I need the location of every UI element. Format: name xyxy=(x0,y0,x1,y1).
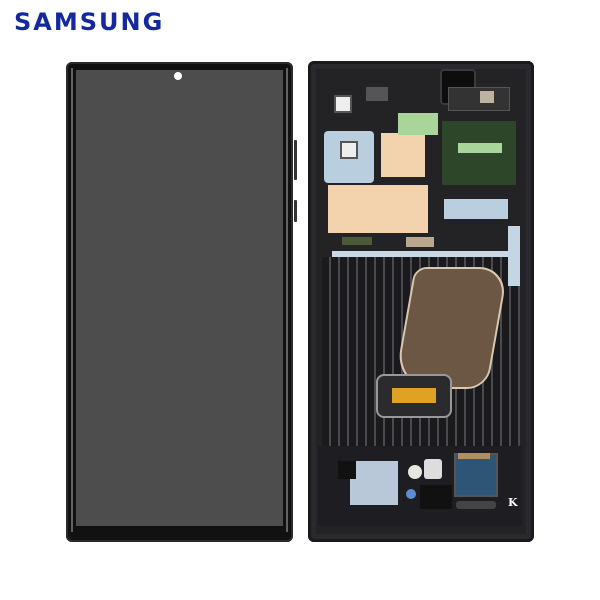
light-blue-strip xyxy=(332,251,512,261)
pcb-shield xyxy=(442,121,516,185)
volume-button xyxy=(294,140,297,180)
curved-edge-right xyxy=(286,68,288,532)
samsung-logo: SAMSUNG xyxy=(14,8,165,36)
blue-film xyxy=(444,199,508,219)
gold-pins xyxy=(458,453,490,459)
pogo-pins xyxy=(342,237,372,245)
screen-glass xyxy=(76,70,283,526)
flex-connector xyxy=(458,143,502,153)
power-button xyxy=(294,200,297,222)
side-blue-film xyxy=(508,226,520,286)
board-connector xyxy=(454,453,498,497)
gold-contact xyxy=(406,237,434,247)
nfc-module xyxy=(376,374,452,418)
metal-shield xyxy=(350,461,398,505)
ic-chip xyxy=(338,461,356,479)
front-display xyxy=(66,62,293,542)
usb-port xyxy=(456,501,496,509)
rear-marking: K xyxy=(508,496,518,509)
qr-label-small xyxy=(334,95,352,113)
round-component xyxy=(408,465,422,479)
curved-edge-left xyxy=(71,68,73,532)
green-film xyxy=(398,113,438,135)
earpiece-speaker xyxy=(448,87,510,111)
thermal-pad-upper xyxy=(381,133,425,177)
blue-screw xyxy=(406,489,416,499)
thermal-pad-lower xyxy=(328,185,428,233)
sensor xyxy=(480,91,494,103)
rear-frame: K xyxy=(308,61,534,542)
black-ic xyxy=(420,485,452,509)
switch xyxy=(424,459,442,479)
qr-label xyxy=(340,141,358,159)
bracket xyxy=(366,87,388,101)
nfc-chip xyxy=(392,388,436,403)
